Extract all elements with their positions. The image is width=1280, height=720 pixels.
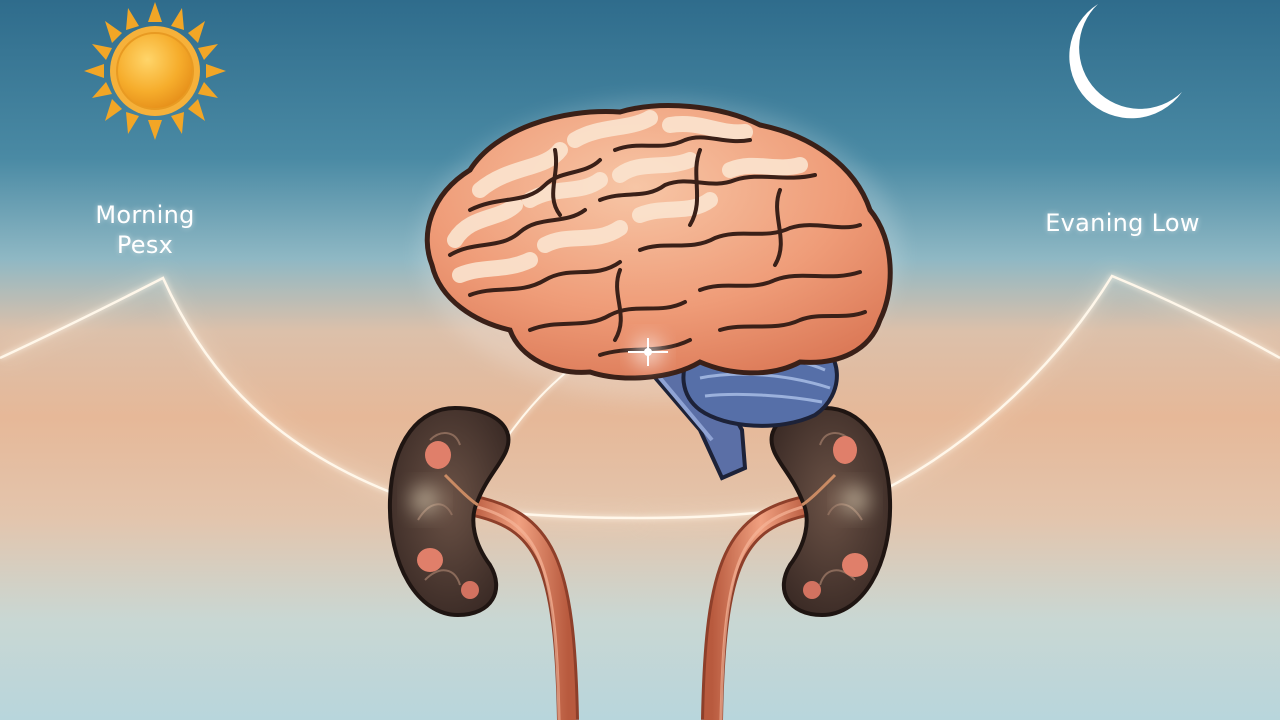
right-ureter (701, 494, 813, 720)
left-kidney-icon (387, 405, 511, 618)
right-kidney-icon (769, 405, 893, 618)
morning-label-line2: Pesx (116, 231, 174, 259)
sun-icon (84, 2, 226, 140)
kidney-glow-points (411, 486, 869, 514)
brain-icon (420, 100, 900, 481)
morning-peak-label: Morning Pesx (70, 200, 220, 260)
evening-low-label: Evaning Low (1045, 209, 1200, 237)
left-ureter (467, 494, 579, 720)
morning-label-line1: Morning (95, 201, 195, 229)
